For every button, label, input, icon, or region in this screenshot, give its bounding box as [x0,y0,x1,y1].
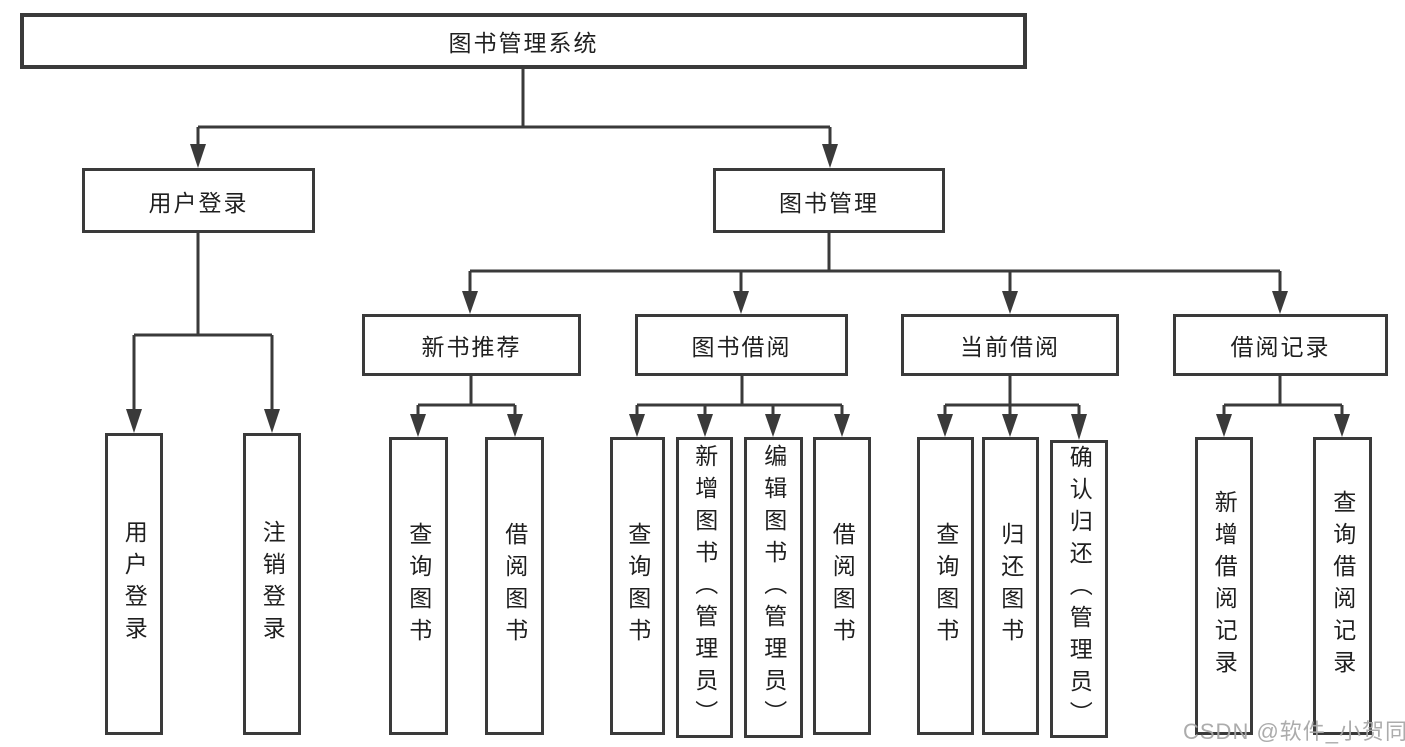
node-user-login: 用户登录 [82,168,315,233]
leaf-label: 新增借阅记录 [1211,490,1238,682]
leaf-borrow-book: 借阅图书 [813,437,871,735]
node-label: 图书管理系统 [448,30,599,56]
connector-user-login-branch [126,233,280,433]
node-label: 用户登录 [148,189,249,216]
leaf-label: 查询图书 [624,522,651,650]
node-book-management: 图书管理 [713,168,945,233]
node-current-borrow: 当前借阅 [901,314,1119,376]
node-new-book-recommend: 新书推荐 [362,314,581,376]
connector-new-book-group [410,376,523,437]
leaf-edit-book-admin: 编辑图书（管理员） [744,437,803,738]
leaf-label: 注销登录 [259,520,286,648]
leaf-label: 查询图书 [405,522,432,650]
leaf-query-book-borrow: 查询图书 [610,437,665,735]
node-label: 借阅记录 [1230,334,1331,360]
leaf-add-borrow-record: 新增借阅记录 [1195,437,1253,735]
node-label: 图书管理 [779,189,879,216]
leaf-query-book-recommend: 查询图书 [389,437,448,735]
node-library-management-system: 图书管理系统 [20,13,1027,69]
leaf-query-borrow-record: 查询借阅记录 [1313,437,1372,735]
leaf-label: 归还图书 [997,522,1024,650]
leaf-label: 编辑图书（管理员） [760,443,787,732]
connector-book-borrow-group [629,376,850,437]
csdn-watermark: CSDN @软件_小贺同学 [1183,719,1405,744]
connector-current-borrow-group [937,376,1087,440]
leaf-label: 查询图书 [932,522,959,650]
leaf-query-book-current: 查询图书 [917,437,974,735]
leaf-label: 确认归还（管理员） [1066,445,1093,733]
leaf-logout: 注销登录 [243,433,301,735]
leaf-label: 借阅图书 [501,522,528,650]
leaf-borrow-book-recommend: 借阅图书 [485,437,544,735]
leaf-confirm-return-admin: 确认归还（管理员） [1050,440,1108,738]
connector-book-mgmt-to-level3 [462,233,1288,314]
connector-root-to-level2 [190,69,838,168]
node-label: 图书借阅 [691,334,792,360]
leaf-label: 用户登录 [121,520,148,648]
leaf-label: 新增图书（管理员） [691,443,718,732]
node-label: 当前借阅 [960,334,1060,360]
node-borrow-records: 借阅记录 [1173,314,1388,376]
leaf-add-book-admin: 新增图书（管理员） [676,437,733,738]
leaf-label: 查询借阅记录 [1329,490,1356,682]
leaf-user-login: 用户登录 [105,433,163,735]
leaf-return-book: 归还图书 [982,437,1039,735]
node-label: 新书推荐 [421,334,522,360]
connector-borrow-records-group [1216,376,1350,437]
node-book-borrow: 图书借阅 [635,314,848,376]
leaf-label: 借阅图书 [829,522,856,650]
